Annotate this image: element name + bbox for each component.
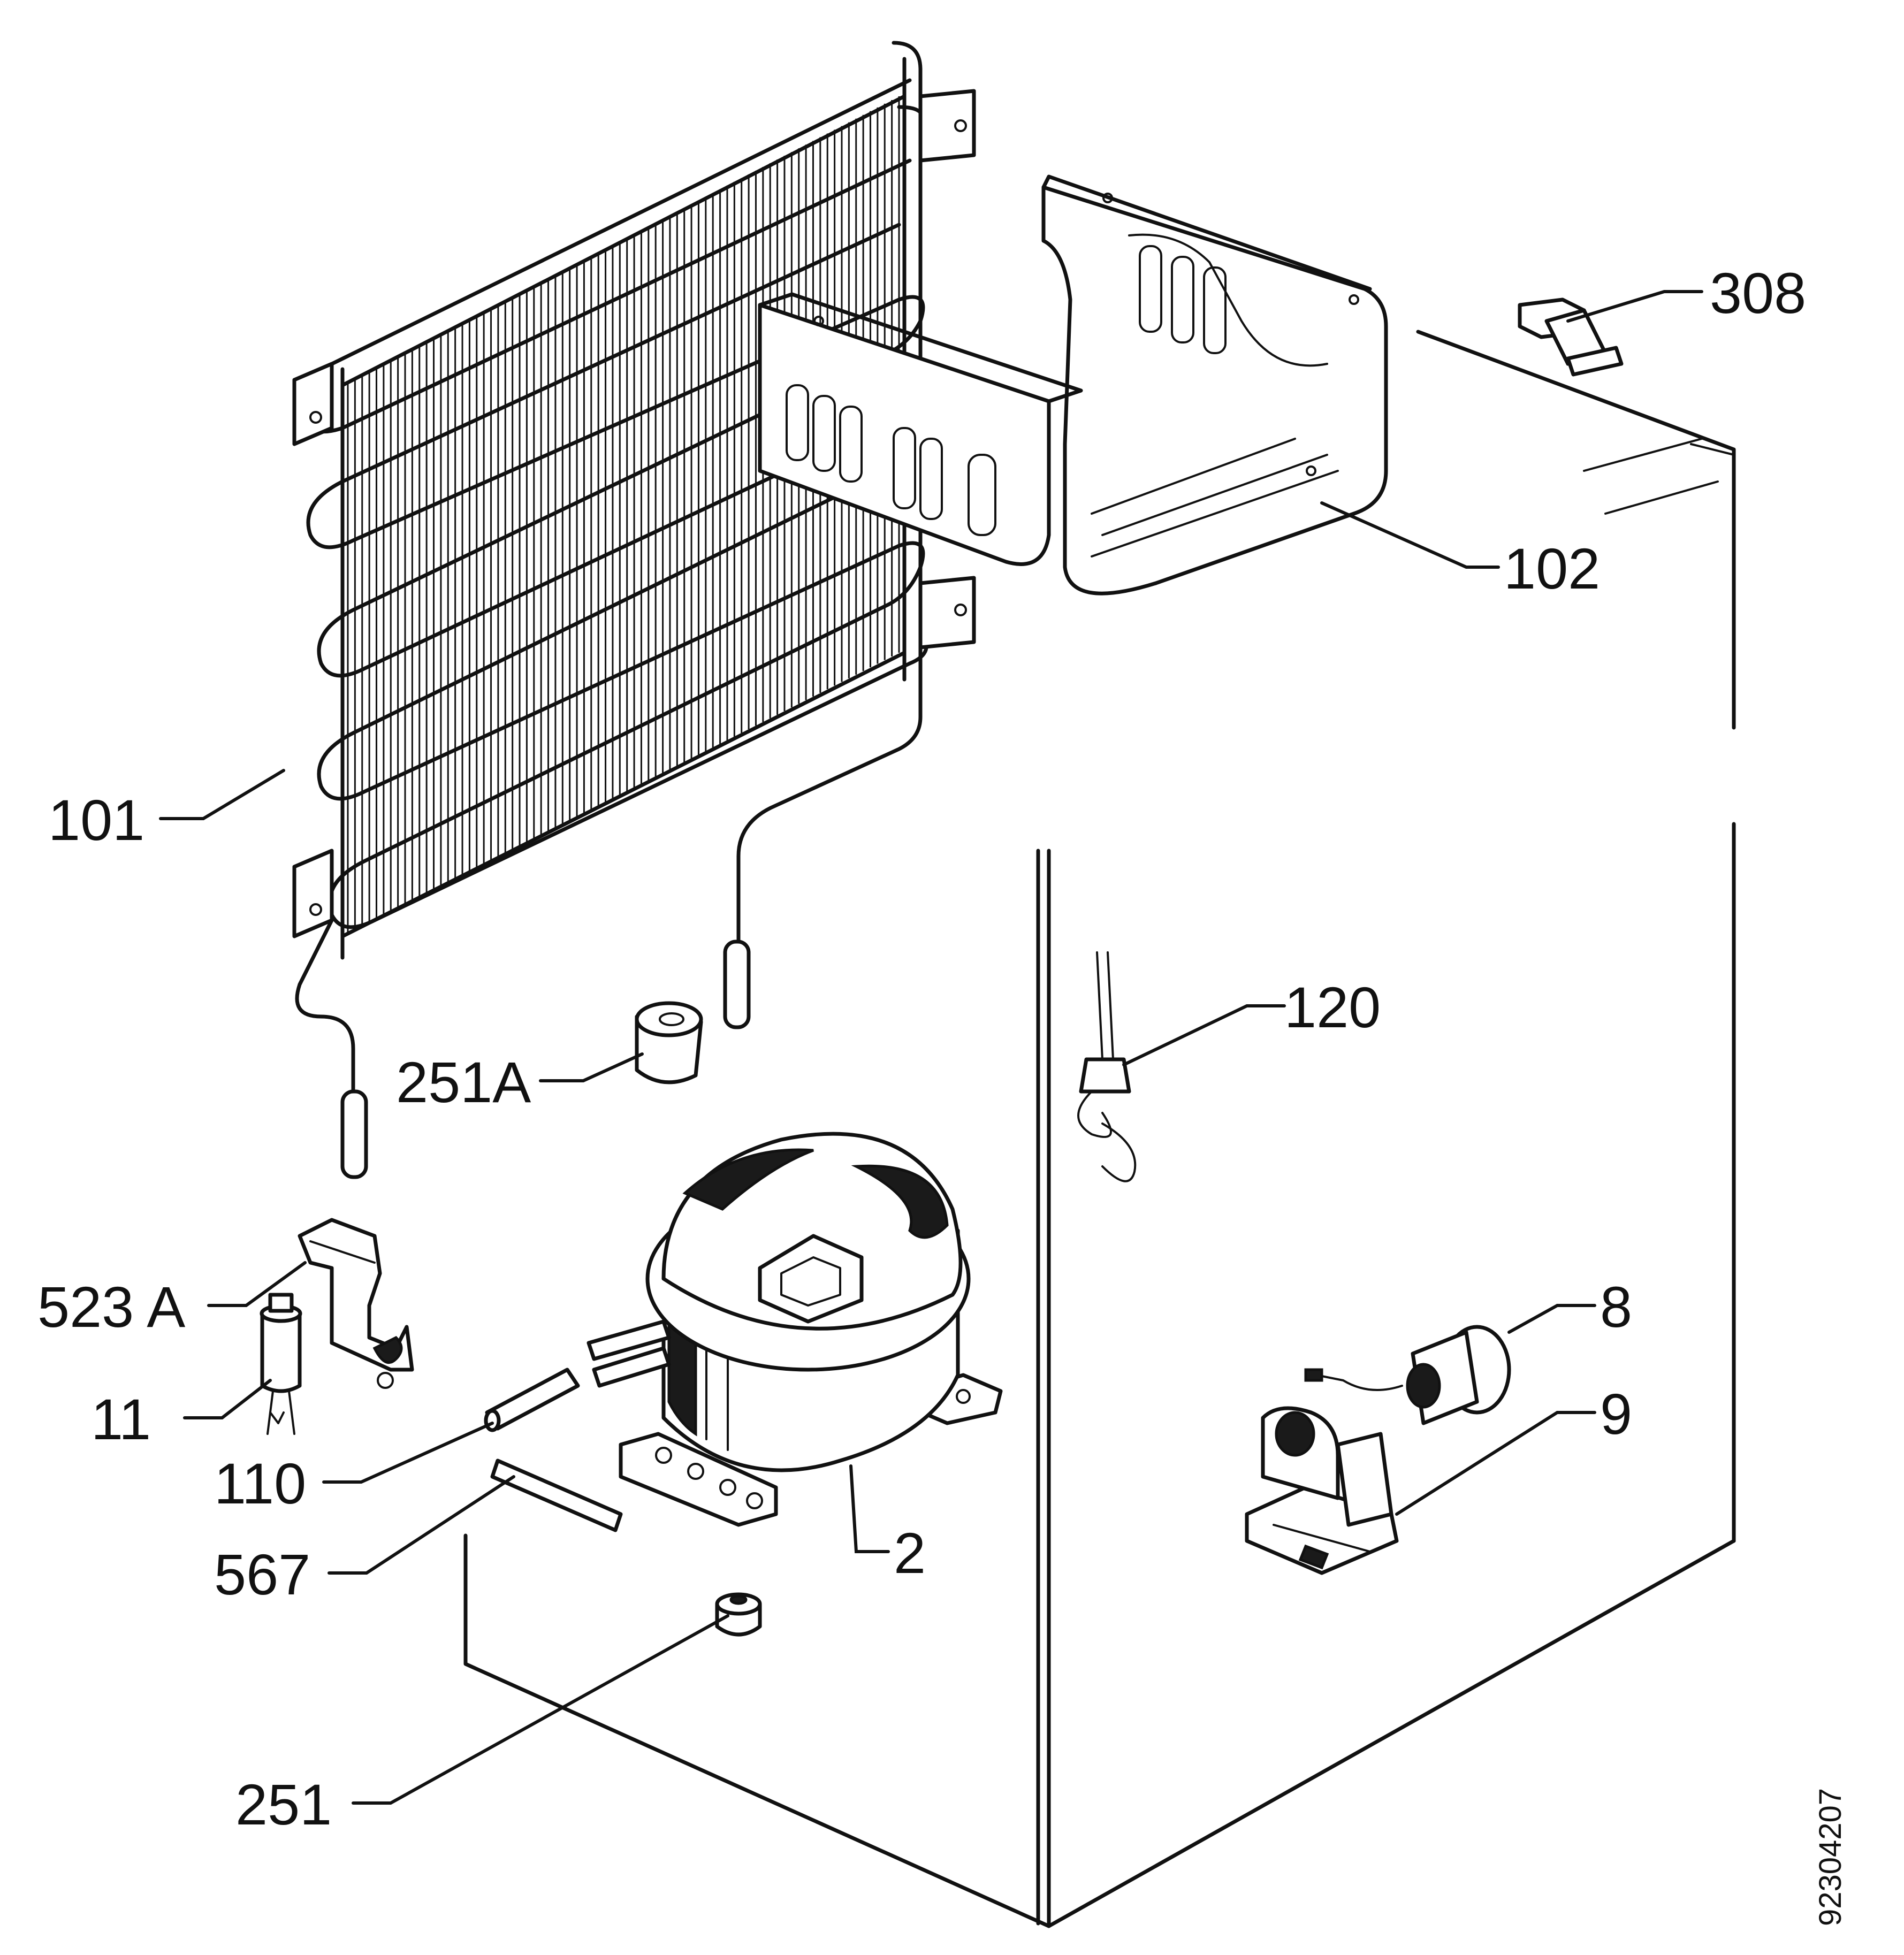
- leader-251A: [539, 1052, 644, 1082]
- drawing-number: 92304207: [1813, 1788, 1848, 1926]
- lamp-holder-8: [1304, 1325, 1511, 1425]
- label-251: 251: [235, 1772, 332, 1837]
- leader-308: [1566, 290, 1703, 323]
- label-251A: 251A: [396, 1050, 531, 1114]
- condenser-bracket-top-left: [292, 362, 334, 446]
- label-8: 8: [1600, 1274, 1632, 1339]
- mounting-plate-567: [490, 1458, 623, 1532]
- switch-9: [1245, 1406, 1399, 1575]
- label-308: 308: [1710, 261, 1806, 325]
- leader-8: [1507, 1304, 1596, 1334]
- label-102: 102: [1504, 536, 1600, 601]
- leader-102: [1320, 501, 1500, 569]
- relay-bracket-523A: [298, 1218, 414, 1389]
- leader-523A: [207, 1261, 307, 1307]
- leader-110: [322, 1422, 494, 1484]
- clip-308: [1518, 297, 1624, 377]
- label-2: 2: [894, 1521, 926, 1585]
- leader-120: [1122, 1004, 1286, 1066]
- leader-567: [328, 1475, 515, 1575]
- grommet-251: [715, 1592, 762, 1637]
- condenser-bracket-top-right: [918, 89, 976, 163]
- label-110: 110: [214, 1451, 306, 1516]
- leader-251: [352, 1614, 729, 1805]
- label-120: 120: [1284, 975, 1381, 1040]
- condenser-101: [292, 41, 976, 1179]
- leader-11: [183, 1379, 272, 1419]
- leader-lines: [159, 290, 1703, 1805]
- thermostat-probe-120: [1077, 951, 1137, 1182]
- label-9: 9: [1600, 1381, 1632, 1446]
- leader-101: [159, 769, 285, 820]
- condenser-bracket-mid-right: [918, 576, 976, 650]
- evaporator-102: [758, 174, 1388, 595]
- leader-9: [1395, 1411, 1596, 1516]
- label-11: 11: [91, 1387, 151, 1452]
- tube-piece-110: [484, 1368, 580, 1432]
- vibration-damper-251A: [635, 1001, 703, 1085]
- cabinet-outline: [463, 330, 1736, 1928]
- label-523A: 523 A: [37, 1274, 185, 1339]
- condenser-bracket-mid-left: [292, 849, 334, 938]
- capacitor-11: [260, 1293, 302, 1435]
- part-labels: 101 102 308 120 251A 523 A 11 110 567 2 …: [37, 261, 1848, 1926]
- leader-2: [849, 1464, 890, 1553]
- label-101: 101: [48, 788, 144, 852]
- compressor-2: [587, 1132, 1003, 1527]
- label-567: 567: [214, 1542, 310, 1607]
